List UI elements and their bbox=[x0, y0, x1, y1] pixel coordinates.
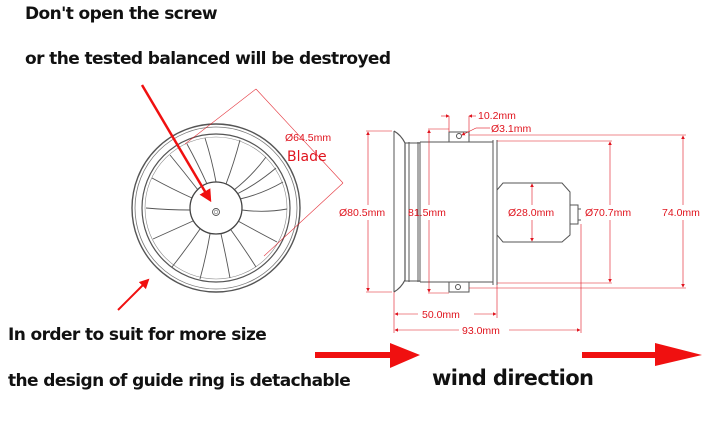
fan-side-view bbox=[393, 130, 581, 293]
wind-direction-label: wind direction bbox=[432, 366, 594, 390]
inlet-diameter-label: Ø80.5mm bbox=[339, 207, 385, 219]
hole-diameter-label: Ø3.1mm bbox=[491, 123, 532, 135]
guide-ring-pointer-arrow bbox=[117, 278, 150, 311]
warning-line-2: or the tested balanced will be destroyed bbox=[25, 49, 391, 69]
housing-length-label: 50.0mm bbox=[422, 309, 460, 321]
screw-pointer-arrow bbox=[140, 84, 212, 203]
fan-front-view bbox=[131, 123, 301, 293]
guide-ring-note-line-2: the design of guide ring is detachable bbox=[8, 371, 351, 391]
side-dimension-lines bbox=[366, 114, 686, 333]
wind-arrow-right bbox=[582, 343, 702, 366]
warning-line-1: Don't open the screw bbox=[25, 4, 218, 24]
motor-diameter-label: Ø28.0mm bbox=[508, 207, 554, 219]
blade-diameter-label: Ø64.5mm bbox=[285, 132, 331, 144]
inner-diameter-label: Ø70.7mm bbox=[585, 207, 631, 219]
guide-ring-note-line-1: In order to suit for more size bbox=[8, 325, 267, 345]
blade-dimension-lines bbox=[184, 88, 344, 257]
total-length-label: 93.0mm bbox=[462, 325, 500, 337]
blade-label: Blade bbox=[287, 149, 327, 165]
fan-blades bbox=[145, 137, 288, 280]
outer-height-label: 81.5mm bbox=[408, 207, 446, 219]
wind-arrow-left bbox=[315, 343, 420, 368]
mount-width-label: 10.2mm bbox=[478, 110, 516, 122]
housing-height-label: 74.0mm bbox=[662, 207, 700, 219]
